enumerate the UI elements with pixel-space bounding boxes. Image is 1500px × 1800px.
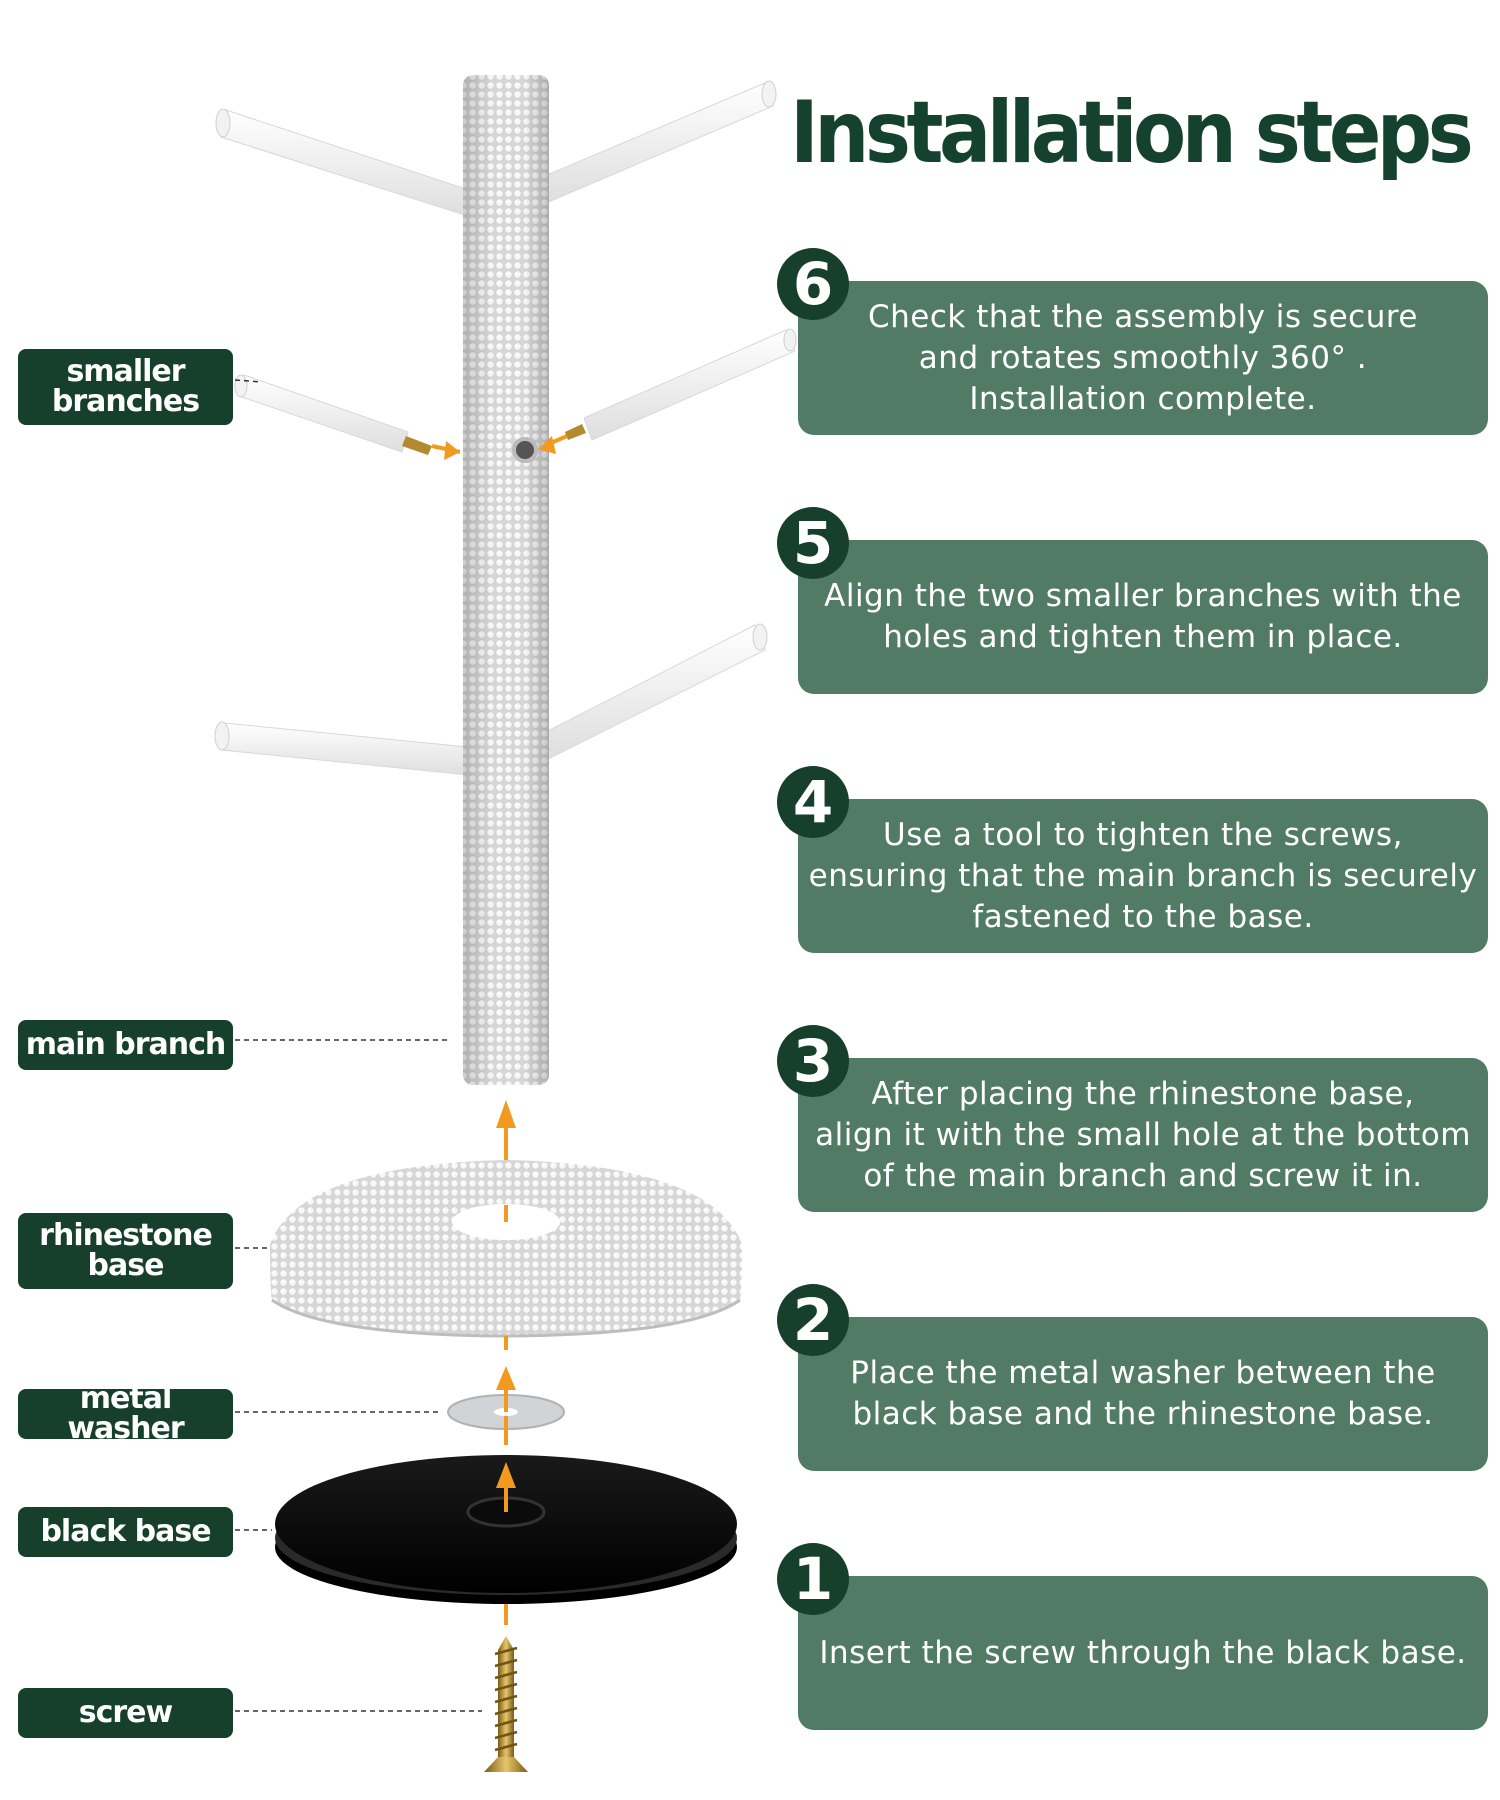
step-4-number: 4: [777, 766, 849, 838]
step-3-text: After placing the rhinestone base, align…: [815, 1075, 1471, 1194]
bottom-right-branch: [539, 623, 768, 761]
step-card-3: After placing the rhinestone base, align…: [798, 1058, 1488, 1212]
step-card-2: Place the metal washer between the black…: [798, 1317, 1488, 1471]
main-branch-pole: [463, 75, 549, 1085]
step-3-number: 3: [777, 1025, 849, 1097]
top-right-branch: [539, 80, 777, 204]
smaller-branch-right: [538, 328, 797, 454]
step-4-text: Use a tool to tighten the screws, ensuri…: [808, 816, 1478, 935]
black-base: [275, 1455, 737, 1604]
rhinestone-base: [270, 1160, 742, 1338]
label-rhinestone-base: rhinestone base: [18, 1213, 233, 1289]
step-card-1: Insert the screw through the black base.: [798, 1576, 1488, 1730]
step-6-text: Check that the assembly is secure and ro…: [868, 298, 1418, 417]
page-title: Installation steps: [790, 83, 1474, 183]
step-card-4: Use a tool to tighten the screws, ensuri…: [798, 799, 1488, 953]
leader-lines: [234, 379, 482, 1712]
screw: [484, 1604, 528, 1772]
step-card-5: Align the two smaller branches with the …: [798, 540, 1488, 694]
step-2-text: Place the metal washer between the black…: [850, 1355, 1436, 1432]
smaller-branch-left: [234, 374, 461, 460]
step-1-number: 1: [777, 1543, 849, 1615]
step-card-6: Check that the assembly is secure and ro…: [798, 281, 1488, 435]
label-black-base: black base: [18, 1507, 233, 1557]
label-main-branch: main branch: [18, 1020, 233, 1070]
pole-screw-hole: [512, 437, 538, 463]
step-2-number: 2: [777, 1284, 849, 1356]
step-5-text: Align the two smaller branches with the …: [824, 578, 1462, 655]
step-1-text: Insert the screw through the black base.: [819, 1634, 1467, 1671]
step-5-number: 5: [777, 507, 849, 579]
top-left-branch: [215, 108, 479, 219]
label-metal-washer: metal washer: [18, 1384, 233, 1444]
step-6-number: 6: [777, 248, 849, 320]
label-smaller-branches: smaller branches: [18, 349, 233, 425]
bottom-left-branch: [214, 721, 479, 777]
metal-washer: [447, 1336, 565, 1445]
label-screw: screw: [18, 1688, 233, 1738]
